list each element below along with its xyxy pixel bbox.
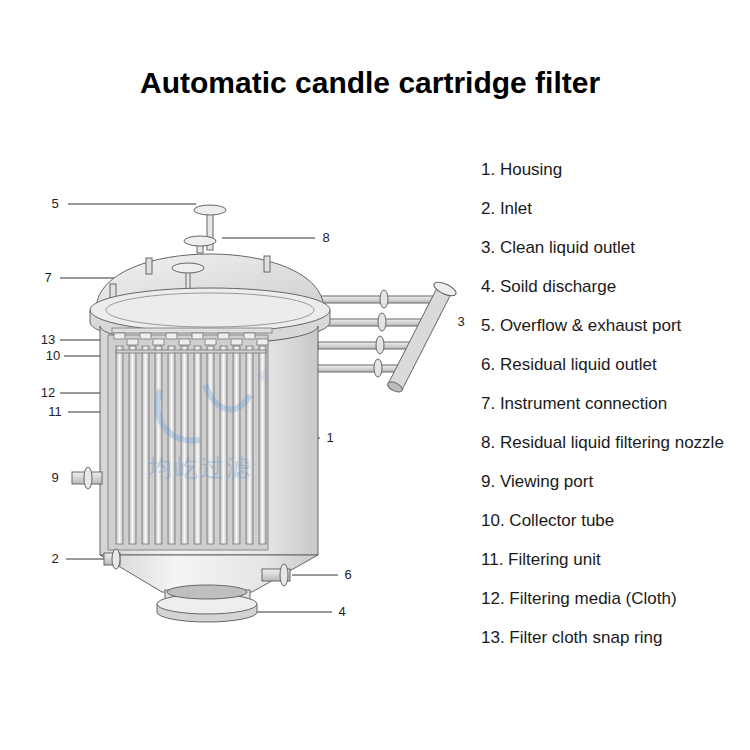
watermark-logo-part <box>205 385 250 409</box>
filter-candles-part <box>142 346 149 544</box>
watermark-mark: ® <box>258 371 269 385</box>
collector-header-part <box>218 333 229 339</box>
collector-header-part <box>166 333 177 339</box>
top-dome-part <box>110 284 116 298</box>
top-nozzles-part <box>184 236 216 246</box>
part-legend-item: 2. Inlet <box>481 199 532 219</box>
part-legend-item: 5. Overflow & exhaust port <box>481 316 681 336</box>
callout-number: 10 <box>46 349 60 364</box>
callout-number: 4 <box>338 605 345 620</box>
part-legend-item: 3. Clean liquid outlet <box>481 238 635 258</box>
part-legend-item: 12. Filtering media (Cloth) <box>481 589 677 609</box>
side-nozzles-part <box>84 467 92 489</box>
part-legend-item: 7. Instrument connection <box>481 394 667 414</box>
clean-outlet-pipes-part <box>318 319 428 326</box>
watermark-logo-part <box>157 390 200 441</box>
collector-header <box>112 328 272 353</box>
filter-candles-part <box>155 346 162 544</box>
collector-header-part <box>153 339 164 345</box>
housing-shell-part <box>100 326 318 555</box>
collector-header-part <box>205 339 216 345</box>
part-legend-item: 8. Residual liquid filtering nozzle <box>481 433 724 453</box>
housing-shell <box>100 326 318 555</box>
collector-header-part <box>257 339 268 345</box>
clean-outlet-pipes-part <box>315 365 404 372</box>
callout-number: 9 <box>51 471 58 486</box>
callout-number: 3 <box>457 315 464 330</box>
clean-outlet-pipes-part <box>378 313 386 331</box>
collector-header-part <box>244 333 255 339</box>
collector-header-part <box>116 350 266 353</box>
collector-header-part <box>127 339 138 345</box>
diagram-title: Automatic candle cartridge filter <box>140 66 600 101</box>
watermark-text: 均屹过滤 <box>148 454 252 482</box>
filter-candles-part <box>116 346 123 544</box>
side-nozzles-part <box>280 564 288 586</box>
filter-candles-part <box>207 346 214 544</box>
top-nozzles <box>172 205 226 294</box>
part-legend-item: 1. Housing <box>481 160 562 180</box>
part-legend-item: 10. Collector tube <box>481 511 614 531</box>
clean-outlet-pipes-part <box>374 359 382 377</box>
body-flange-part <box>106 293 314 327</box>
filter-candles-part <box>129 346 136 544</box>
collector-header-part <box>179 339 190 345</box>
clean-outlet-pipes-part <box>386 380 404 394</box>
collector-header-part <box>231 339 242 345</box>
filter-candles-part <box>181 346 188 544</box>
callout-number: 7 <box>44 271 51 286</box>
callout-number: 6 <box>344 568 351 583</box>
part-legend-item: 13. Filter cloth snap ring <box>481 628 662 648</box>
leader-lines-part <box>292 575 338 576</box>
leader-lines-part <box>66 559 104 560</box>
callout-number: 8 <box>322 231 329 246</box>
callout-number: 1 <box>326 431 333 446</box>
side-nozzles <box>72 467 290 586</box>
part-legend-item: 11. Filtering unit <box>481 550 601 570</box>
callout-number: 13 <box>41 333 55 348</box>
top-nozzles-part <box>194 205 226 215</box>
callout-number: 11 <box>48 405 62 420</box>
collector-header-part <box>192 333 203 339</box>
callout-number: 5 <box>51 197 58 212</box>
callout-number: 2 <box>51 552 58 567</box>
watermark-logo <box>157 385 250 441</box>
leader-lines-part <box>222 238 315 239</box>
body-flange-part <box>90 288 330 332</box>
top-nozzles-part <box>172 263 204 273</box>
collector-header-part <box>114 333 125 339</box>
clean-outlet-pipes-part <box>432 279 458 298</box>
callout-number: 12 <box>41 386 55 401</box>
clean-outlet-pipes-part <box>315 296 440 303</box>
clean-outlet-pipes-part <box>376 336 384 354</box>
leader-lines-part <box>250 612 332 613</box>
top-dome-part <box>146 258 152 274</box>
top-dome-part <box>264 256 270 272</box>
filter-candles-part <box>168 346 175 544</box>
clean-outlet-pipes-part <box>380 290 388 308</box>
side-nozzles-part <box>112 549 120 569</box>
clean-outlet-pipes-part <box>318 342 416 349</box>
filter-candles-part <box>233 346 240 544</box>
collector-header-part <box>140 333 151 339</box>
clean-outlet-pipes-part <box>388 286 452 390</box>
bottom-cone-part <box>167 585 247 599</box>
leader-lines <box>60 204 338 612</box>
part-legend-item: 9. Viewing port <box>481 472 593 492</box>
clean-outlet-pipes <box>315 279 458 394</box>
housing-shell-part <box>108 335 268 550</box>
filter-candles-part <box>194 346 201 544</box>
part-legend-item: 6. Residual liquid outlet <box>481 355 657 375</box>
filter-candles <box>116 346 266 544</box>
filter-candles-part <box>220 346 227 544</box>
collector-header-part <box>112 328 272 333</box>
part-legend-item: 4. Soild discharge <box>481 277 616 297</box>
bottom-cone <box>100 555 318 622</box>
filter-candles-part <box>246 346 253 544</box>
leader-lines-part <box>68 204 196 205</box>
